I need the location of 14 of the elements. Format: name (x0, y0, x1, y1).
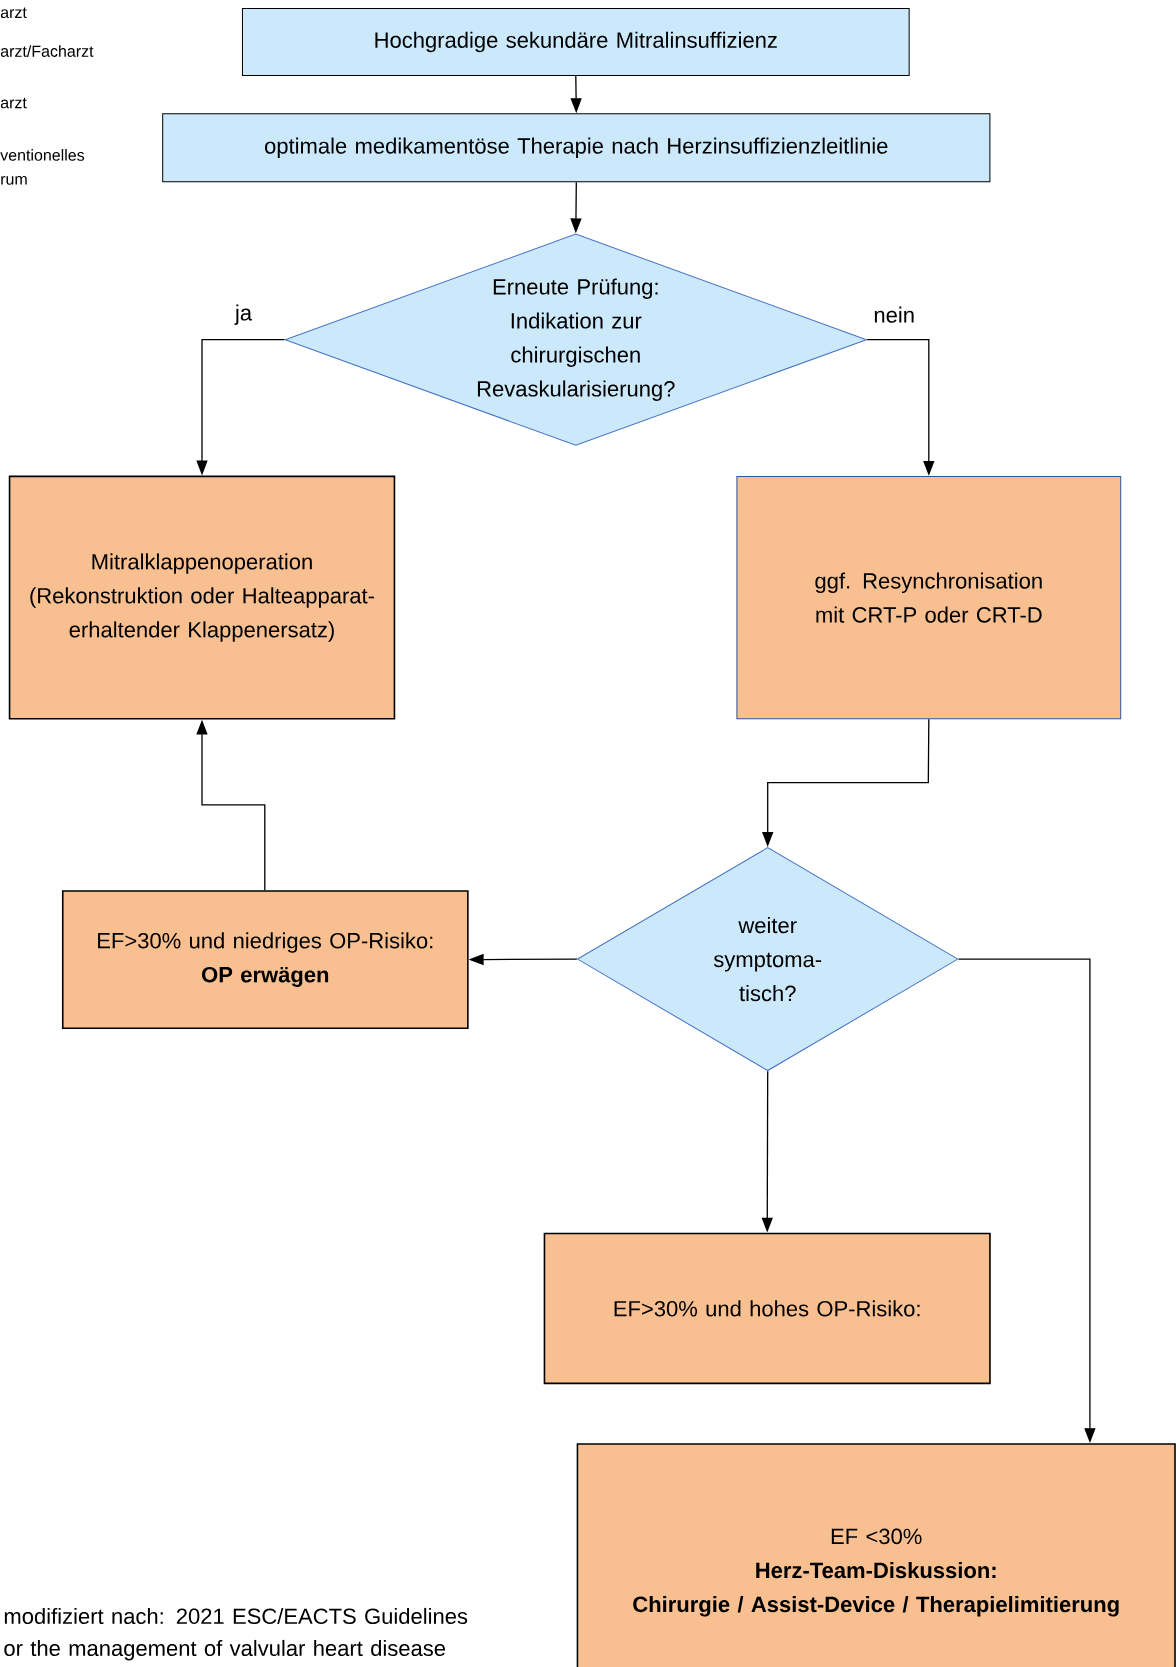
legend-text: arzt/Facharzt (0, 45, 94, 57)
caption: modifiziert nach: 2021 ESC/EACTS Guidelines or the management of valvular heart disease (4, 1607, 468, 1661)
process-box: Hochgradige sekundäre Mitralinsuffizienz (241, 8, 910, 76)
legend-text: arzt (0, 7, 27, 19)
process-box: EF>30% und niedriges OP-Risiko: OP erwägen (61, 890, 469, 1029)
legend-text: arzt (0, 97, 27, 109)
process-box: EF <30% Herz-Team-Diskussion: Chirurgie / Assist-Device / Therapielimitierung (576, 1443, 1176, 1667)
process-box: optimale medikamentöse Therapie nach Herzinsuffizienzleitlinie (162, 113, 991, 183)
legend-text: ventionelles rum (0, 149, 85, 185)
process-box: ggf. Resynchronisation mit CRT-P oder CRT-D (736, 475, 1122, 720)
process-box: Mitralklappenoperation (Rekonstruktion oder Halteapparat-erhaltender Klappenersatz) (8, 475, 396, 720)
process-box: EF>30% und hohes OP-Risiko: (543, 1232, 991, 1385)
edge-label: ja (233, 303, 254, 326)
edge-label: nein (872, 305, 916, 324)
